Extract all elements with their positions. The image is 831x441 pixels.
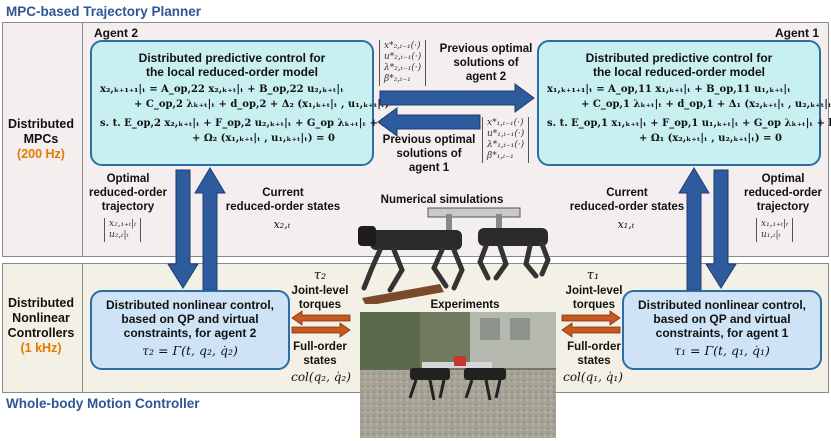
optimal-trajectory-label-agent1: Optimal reduced-order trajectory	[744, 173, 822, 213]
mpc2-title: Distributed predictive control for the l…	[138, 51, 326, 79]
agent2-label: Agent 2	[94, 26, 139, 40]
mpc2-eq3: s. t. E_op,2 x₂,ₖ₊ₜ|ₜ + F_op,2 u₂,ₖ₊ₜ|ₜ …	[100, 118, 408, 129]
trajectory-vector-agent1: x₁,₁₊ₜ|ₜ u₁,ₜ|ₜ	[756, 218, 794, 242]
mpc-side-label: Distributed MPCs (200 Hz)	[8, 117, 74, 161]
mpc1-eq3: s. t. E_op,1 x₁,ₖ₊ₜ|ₜ + F_op,1 u₁,ₖ₊ₜ|ₜ …	[547, 118, 831, 129]
agent1-label: Agent 1	[775, 26, 820, 40]
nl2-title: Distributed nonlinear control, based on …	[105, 298, 274, 340]
joint-torques-label-left: Joint-level torques	[291, 285, 349, 311]
nl-side-label: Distributed Nonlinear Controllers (1 kHz…	[7, 296, 75, 355]
mpc2-eq2: + C_op,2 λₖ₊ₜ|ₜ + d_op,2 + Δ₂ (x₁,ₖ₊ₜ|ₜ …	[134, 99, 390, 110]
mpc1-eq2: + C_op,1 λₖ₊ₜ|ₜ + d_op,1 + Δ₁ (x₂,ₖ₊ₜ|ₜ …	[581, 99, 831, 110]
optimal-trajectory-label-agent2: Optimal reduced-order trajectory	[89, 173, 167, 213]
arrow-agent1-to-agent2	[377, 107, 481, 137]
mpc2-eq4: + Ω₂ (x₁,ₖ₊ₜ|ₜ , u₁,ₖ₊ₜ|ₜ) = 0	[192, 133, 335, 144]
nl-divider	[82, 264, 83, 392]
experiment-photo	[360, 312, 556, 438]
experiments-label: Experiments	[430, 299, 500, 311]
prev-solutions-agent2-label: Previous optimal solutions of agent 2	[439, 43, 533, 83]
mpc-box-agent1: Distributed predictive control for the l…	[537, 40, 831, 166]
arrow-states-up-agent1	[678, 167, 710, 291]
arrow-traj-down-agent2	[167, 169, 199, 289]
arrow-states-up-agent2	[194, 167, 226, 291]
arrow-traj-down-agent1	[705, 169, 737, 289]
arrow-torque-right	[561, 310, 621, 326]
mpc1-eq4: + Ω₁ (x₂,ₖ₊ₜ|ₜ , u₂,ₖ₊ₜ|ₜ) = 0	[639, 133, 782, 144]
trajectory-vector-agent2: x₂,₁₊ₜ|ₜ u₂,ₜ|ₜ	[104, 218, 142, 242]
col1-symbol: col(q₁, q̇₁)	[563, 370, 623, 384]
simulation-robots-illustration	[358, 207, 551, 304]
full-order-states-label-right: Full-order states	[567, 341, 621, 367]
x1t-symbol: x₁,ₜ	[617, 218, 635, 231]
nonlinear-box-agent1: Distributed nonlinear control, based on …	[622, 290, 822, 370]
x2t-symbol: x₂,ₜ	[273, 218, 291, 231]
mpc2-eq1: x₂,ₖ₊₁₊₁|ₜ = A_op,22 x₂,ₖ₊ₜ|ₜ + B_op,22 …	[100, 84, 344, 95]
mpc1-eq1: x₁,ₖ₊₁₊₁|ₜ = A_op,11 x₁,ₖ₊ₜ|ₜ + B_op,11 …	[547, 84, 791, 95]
prev-solution-vector-agent2: x*₂,ₜ₋₁(·) u*₂,ₜ₋₁(·) λ*₂,ₜ₋₁(·) β*₂,ₜ₋₁	[379, 40, 427, 86]
tau2-symbol: τ₂	[313, 268, 327, 283]
current-states-label-agent1: Current reduced-order states	[569, 187, 685, 213]
controller-header: Whole-body Motion Controller	[6, 396, 200, 411]
mpc-divider	[82, 23, 83, 256]
arrow-state-left-right	[561, 322, 621, 338]
arrow-agent2-to-agent1	[379, 83, 535, 113]
full-order-states-label-left: Full-order states	[293, 341, 347, 367]
col2-symbol: col(q₂, q̇₂)	[291, 370, 351, 384]
mpc1-title: Distributed predictive control for the l…	[585, 51, 773, 79]
planner-header: MPC-based Trajectory Planner	[6, 4, 202, 19]
joint-torques-label-right: Joint-level torques	[565, 285, 623, 311]
nl1-title: Distributed nonlinear control, based on …	[637, 298, 806, 340]
nonlinear-box-agent2: Distributed nonlinear control, based on …	[90, 290, 290, 370]
prev-solutions-agent1-label: Previous optimal solutions of agent 1	[382, 134, 476, 174]
nl1-equation: τ₁ = Γ(t, q₁, q̇₁)	[674, 343, 770, 358]
numerical-simulations-label: Numerical simulations	[380, 194, 504, 206]
current-states-label-agent2: Current reduced-order states	[225, 187, 341, 213]
prev-solution-vector-agent1: x*₁,ₜ₋₁(·) u*₁,ₜ₋₁(·) λ*₁,ₜ₋₁(·) β*₁,ₜ₋₁	[482, 117, 530, 163]
arrow-state-right-left	[291, 322, 351, 338]
tau1-symbol: τ₁	[586, 268, 600, 283]
nl2-equation: τ₂ = Γ(t, q₂, q̇₂)	[142, 343, 238, 358]
arrow-torque-left	[291, 310, 351, 326]
mpc-box-agent2: Distributed predictive control for the l…	[90, 40, 408, 166]
